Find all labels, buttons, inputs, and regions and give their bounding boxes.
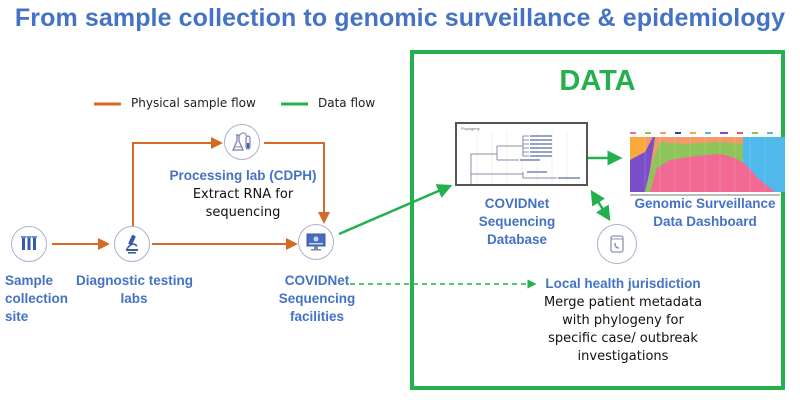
label-line: Database — [486, 232, 548, 247]
sample-site-label: Sample collection site — [5, 272, 68, 326]
arrow-diagnostic-to-processing — [132, 137, 223, 226]
series-purple — [630, 137, 655, 192]
label-line: COVIDNet — [484, 196, 550, 211]
description-line: specific case/ outbreak — [548, 331, 698, 346]
chart-legend-swatches — [630, 132, 773, 134]
label-line: COVIDNet — [284, 273, 350, 288]
phylogeny-title: Phylogeny — [461, 126, 480, 131]
label-line: Genomic Surveillance — [634, 196, 776, 211]
jurisdiction-label: Local health jurisdiction — [545, 276, 701, 291]
jurisdiction-node-icon — [597, 224, 637, 264]
phone-book-icon — [610, 235, 624, 253]
sample-site-node-icon — [11, 226, 47, 262]
arrow-database-jurisdiction — [590, 189, 611, 222]
processing-label: Processing lab (CDPH) — [169, 168, 317, 183]
label-line: Sample — [5, 273, 54, 288]
description-line: Merge patient metadata — [543, 295, 703, 310]
legend-data-label: Data flow — [318, 96, 376, 110]
diagnostic-label: Diagnostic testing labs — [76, 272, 193, 308]
legend-physical-label: Physical sample flow — [131, 96, 256, 110]
processing-description: Extract RNA for sequencing — [150, 186, 336, 222]
label-line: Sequencing — [278, 291, 356, 306]
stacked-area-chart-thumbnail — [625, 130, 785, 205]
dashboard-chart-graphic — [630, 132, 785, 196]
series-yellow — [630, 137, 647, 160]
page-title: From sample collection to genomic survei… — [14, 4, 786, 32]
label-line: facilities — [289, 309, 345, 324]
series-pink — [650, 154, 775, 192]
description-line: sequencing — [205, 205, 281, 220]
facilities-node-icon — [298, 224, 334, 260]
facilities-label: COVIDNet Sequencing facilities — [262, 272, 372, 326]
arrow-processing-to-facilities — [264, 142, 330, 224]
test-tubes-icon — [21, 236, 37, 250]
dashboard-label: Genomic Surveillance Data Dashboard — [615, 195, 795, 231]
phylogeny-tree-graphic: Phylogeny — [461, 126, 580, 184]
database-label: COVIDNet Sequencing Database — [462, 195, 572, 249]
description-line: Extract RNA for — [192, 187, 294, 202]
data-section-title: DATA — [559, 65, 636, 97]
label-line: Sequencing — [478, 214, 556, 229]
arrow-facilities-to-database — [338, 184, 453, 236]
lab-flask-icon — [231, 132, 251, 151]
processing-node-icon — [224, 124, 260, 160]
phylogeny-tree-thumbnail: Phylogeny — [455, 122, 588, 186]
jurisdiction-description: Merge patient metadata with phylogeny fo… — [528, 294, 718, 366]
description-line: with phylogeny for — [562, 313, 684, 328]
diagnostic-node-icon — [114, 226, 150, 262]
label-line: labs — [120, 291, 148, 306]
label-line: site — [5, 309, 29, 324]
label-line: collection — [5, 291, 69, 306]
description-line: investigations — [577, 349, 669, 364]
computer-monitor-icon — [306, 233, 326, 251]
label-line: Diagnostic testing — [76, 273, 194, 288]
data-section-box — [410, 50, 785, 390]
label-line: Data Dashboard — [653, 214, 757, 229]
microscope-icon — [126, 234, 138, 254]
